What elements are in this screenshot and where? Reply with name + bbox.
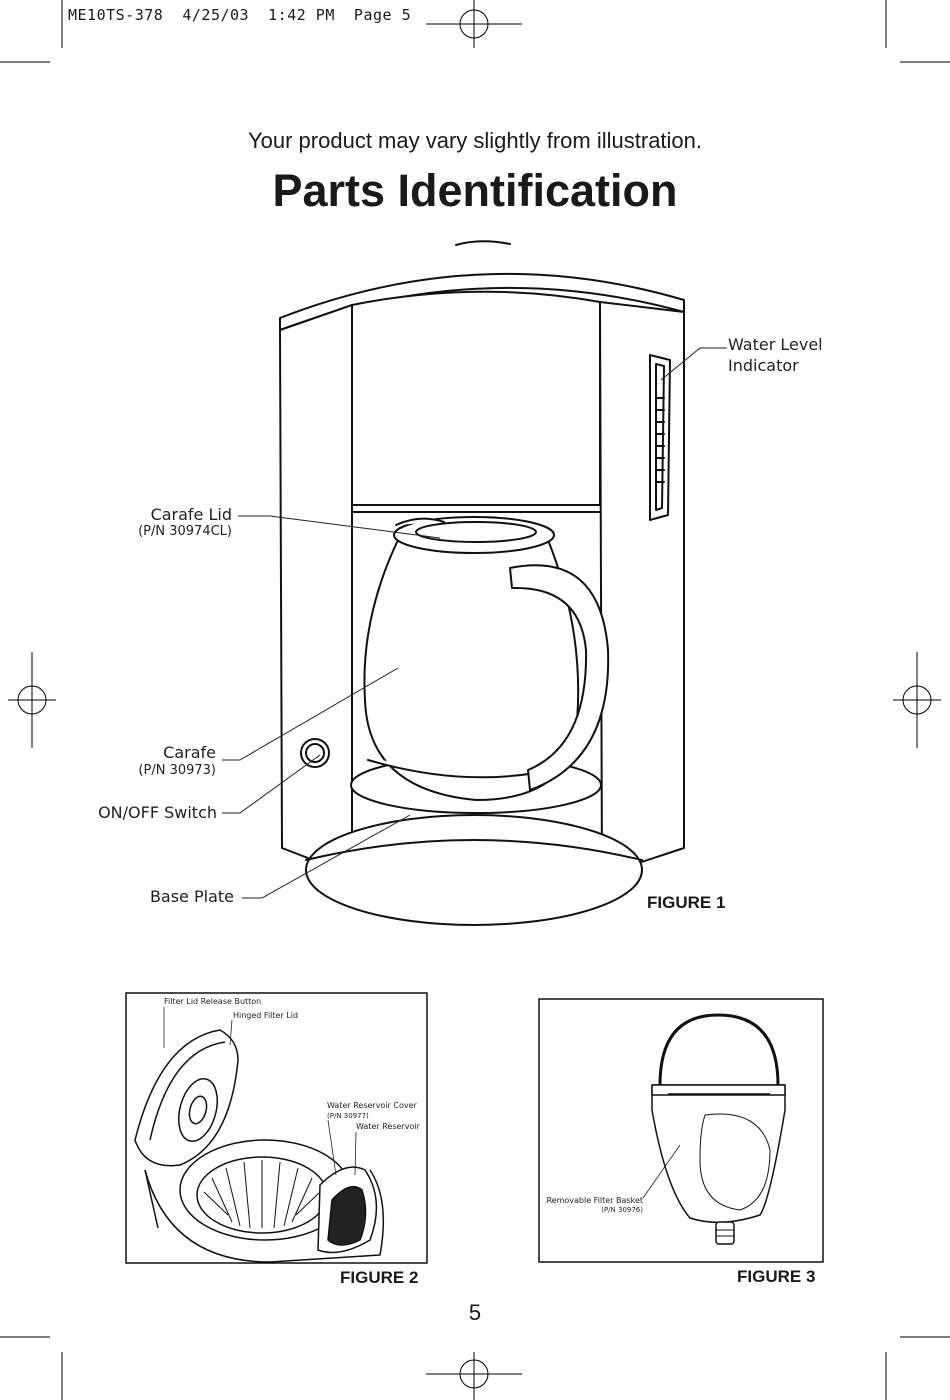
label-carafe-lid: Carafe Lid [150,505,232,524]
label-carafe-pn: (P/N 30973) [138,763,216,778]
label-water-level: Water Level [728,335,823,354]
subtitle: Your product may vary slightly from illu… [247,128,703,153]
label-hinged-filter-lid: Hinged Filter Lid [233,1011,299,1020]
label-water-level-2: Indicator [728,356,799,375]
label-base-plate: Base Plate [149,887,234,906]
figure-1-caption: FIGURE 1 [647,893,726,912]
figure-3-caption: FIGURE 3 [737,1267,816,1286]
label-removable-filter-basket-pn: (P/N 30976) [601,1206,643,1214]
print-slug: ME10TS-378 4/25/03 1:42 PM Page 5 [68,6,412,24]
page-title: Parts Identification [272,165,678,216]
label-carafe-lid-pn: (P/N 30974CL) [138,524,232,539]
label-filter-lid-release-button: Filter Lid Release Button [164,997,262,1006]
label-removable-filter-basket: Removable Filter Basket [546,1196,643,1205]
label-water-reservoir-cover-pn: (P/N 30977) [327,1112,369,1120]
page-number: 5 [468,1300,482,1325]
label-carafe: Carafe [163,743,216,762]
label-water-reservoir-cover: Water Reservoir Cover [327,1101,417,1110]
label-on-off-switch: ON/OFF Switch [98,803,217,822]
figure-2-caption: FIGURE 2 [340,1268,419,1287]
label-water-reservoir: Water Reservoir [356,1122,420,1131]
